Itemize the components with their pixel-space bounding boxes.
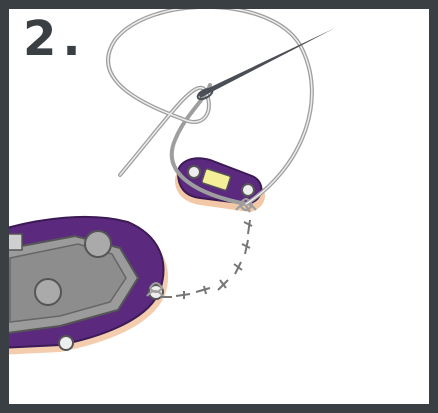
battery-holder-board	[9, 217, 168, 355]
stitch-path	[160, 220, 252, 299]
needle-icon	[196, 28, 335, 101]
sewing-illustration	[9, 9, 429, 404]
